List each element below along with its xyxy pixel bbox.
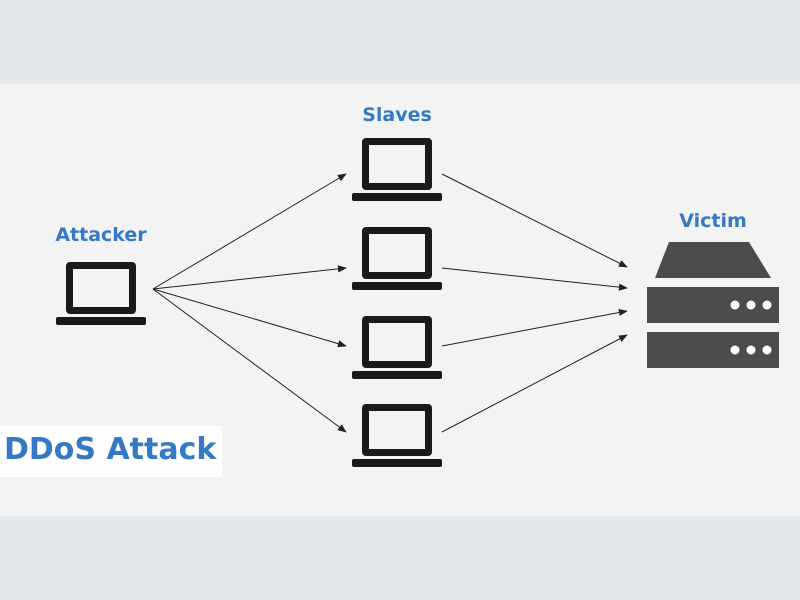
arrow-attacker-to-slave-4 xyxy=(152,288,347,433)
arrow-slave-1-to-victim xyxy=(441,173,628,268)
arrow-attacker-to-slave-3 xyxy=(152,288,347,348)
arrow-slave-4-to-victim xyxy=(441,334,628,433)
slave-3-laptop-icon xyxy=(352,316,442,379)
slave-1-laptop-icon xyxy=(352,138,442,201)
arrow-attacker-to-slave-1 xyxy=(152,173,347,290)
edges xyxy=(152,173,628,433)
victim-server-icon xyxy=(647,242,779,368)
arrow-slave-2-to-victim xyxy=(441,267,628,291)
attacker-label: Attacker xyxy=(55,224,147,246)
slaves-label: Slaves xyxy=(362,104,432,126)
slave-2-laptop-icon xyxy=(352,227,442,290)
nodes xyxy=(56,138,779,467)
victim-label: Victim xyxy=(679,210,747,232)
attacker-laptop-icon xyxy=(56,262,146,325)
title-box: DDoS Attack xyxy=(0,426,222,477)
diagram-title: DDoS Attack xyxy=(4,432,217,467)
slave-4-laptop-icon xyxy=(352,404,442,467)
arrow-attacker-to-slave-2 xyxy=(152,265,347,290)
arrow-slave-3-to-victim xyxy=(441,308,628,347)
